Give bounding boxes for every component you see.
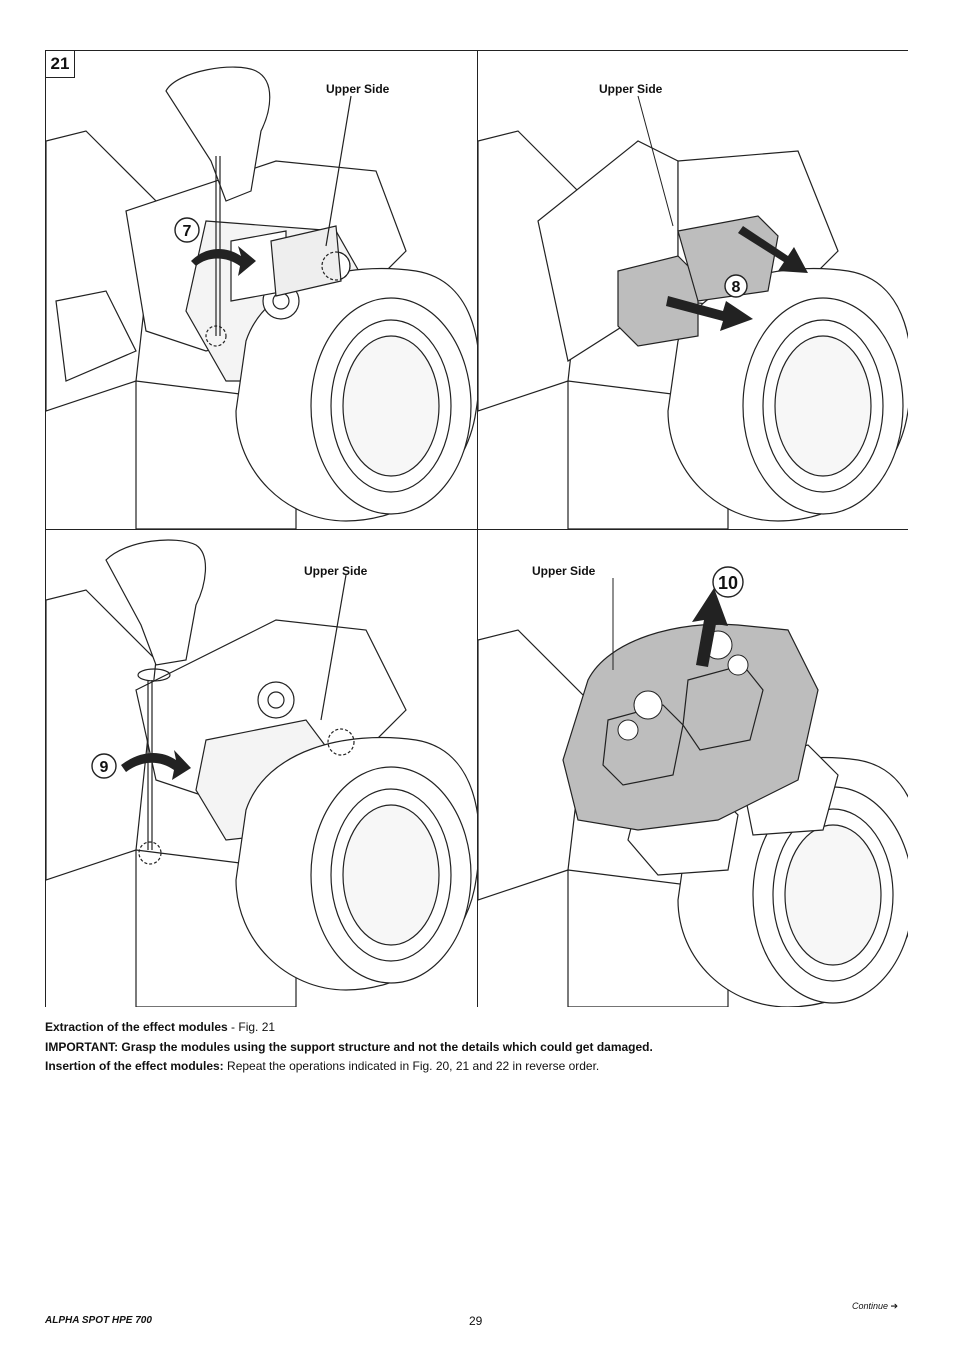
step-badge-7: 7: [183, 223, 192, 240]
caption-insertion-text: Repeat the operations indicated in Fig. …: [223, 1059, 600, 1073]
panel-step-7: 7 Upper Side: [46, 51, 477, 529]
illustration-unscrew-screw: 7: [46, 66, 477, 529]
caption-important-text: IMPORTANT: Grasp the modules using the s…: [45, 1040, 653, 1054]
figure-number: 21: [46, 51, 75, 78]
panel-step-10: 10 Upper Side: [478, 530, 908, 1007]
illustration-unscrew-second-screw: 9: [46, 539, 477, 1007]
upper-side-label: Upper Side: [599, 82, 663, 96]
illustration-pull-modules: 8: [478, 95, 908, 529]
panel-divider-vertical: [477, 51, 478, 1006]
page-number: 29: [469, 1314, 483, 1328]
caption-insertion: Insertion of the effect modules: Repeat …: [45, 1058, 599, 1074]
caption-insertion-title: Insertion of the effect modules:: [45, 1059, 224, 1073]
caption-extraction-title: Extraction of the effect modules: [45, 1020, 228, 1034]
upper-side-label: Upper Side: [532, 564, 596, 578]
caption-figure-ref: - Fig. 21: [227, 1020, 276, 1034]
continue-note: Continue ➔: [852, 1301, 898, 1312]
panel-step-9: 9 Upper Side: [46, 530, 477, 1007]
figure-21: 21: [45, 50, 908, 1007]
step-badge-8: 8: [732, 279, 741, 296]
step-badge-10: 10: [718, 573, 738, 593]
upper-side-label: Upper Side: [326, 82, 390, 96]
upper-side-label: Upper Side: [304, 564, 368, 578]
footer-product-name: ALPHA SPOT HPE 700: [45, 1315, 152, 1326]
illustration-lift-modules: 10: [478, 566, 908, 1007]
continue-label: Continue: [852, 1301, 889, 1311]
caption-extraction: Extraction of the effect modules - Fig. …: [45, 1019, 275, 1035]
panel-divider-horizontal: [46, 529, 907, 530]
caption-important: IMPORTANT: Grasp the modules using the s…: [45, 1039, 653, 1055]
panel-step-8: 8 Upper Side: [478, 51, 908, 529]
arrow-right-icon: ➔: [890, 1301, 899, 1311]
step-badge-9: 9: [100, 759, 109, 776]
